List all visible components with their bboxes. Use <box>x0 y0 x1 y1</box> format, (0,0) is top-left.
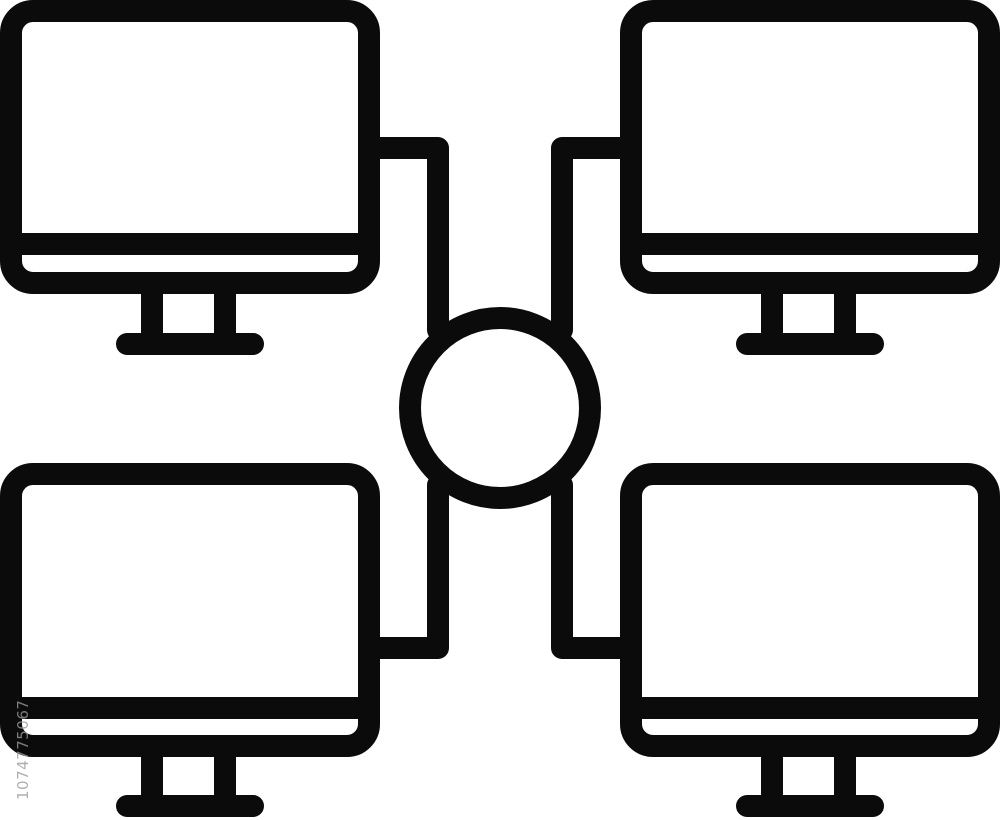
hub-circle-icon <box>399 307 601 509</box>
connection-line-top-left <box>369 137 449 341</box>
connection-line-top-right <box>551 137 631 341</box>
monitor-icon-bottom-right <box>620 463 1000 817</box>
monitor-screen <box>0 0 380 294</box>
monitor-screen <box>620 463 1000 757</box>
connection-line-bottom-right <box>551 474 631 659</box>
connection-line-bottom-left <box>369 474 449 659</box>
monitor-screen <box>0 463 380 757</box>
monitor-icon-bottom-left <box>0 463 380 817</box>
watermark-stock-id: 1074775067 <box>14 699 32 800</box>
monitor-icon-top-left <box>0 0 380 355</box>
monitor-icon-top-right <box>620 0 1000 355</box>
monitor-screen <box>620 0 1000 294</box>
connection-lines <box>369 137 631 659</box>
